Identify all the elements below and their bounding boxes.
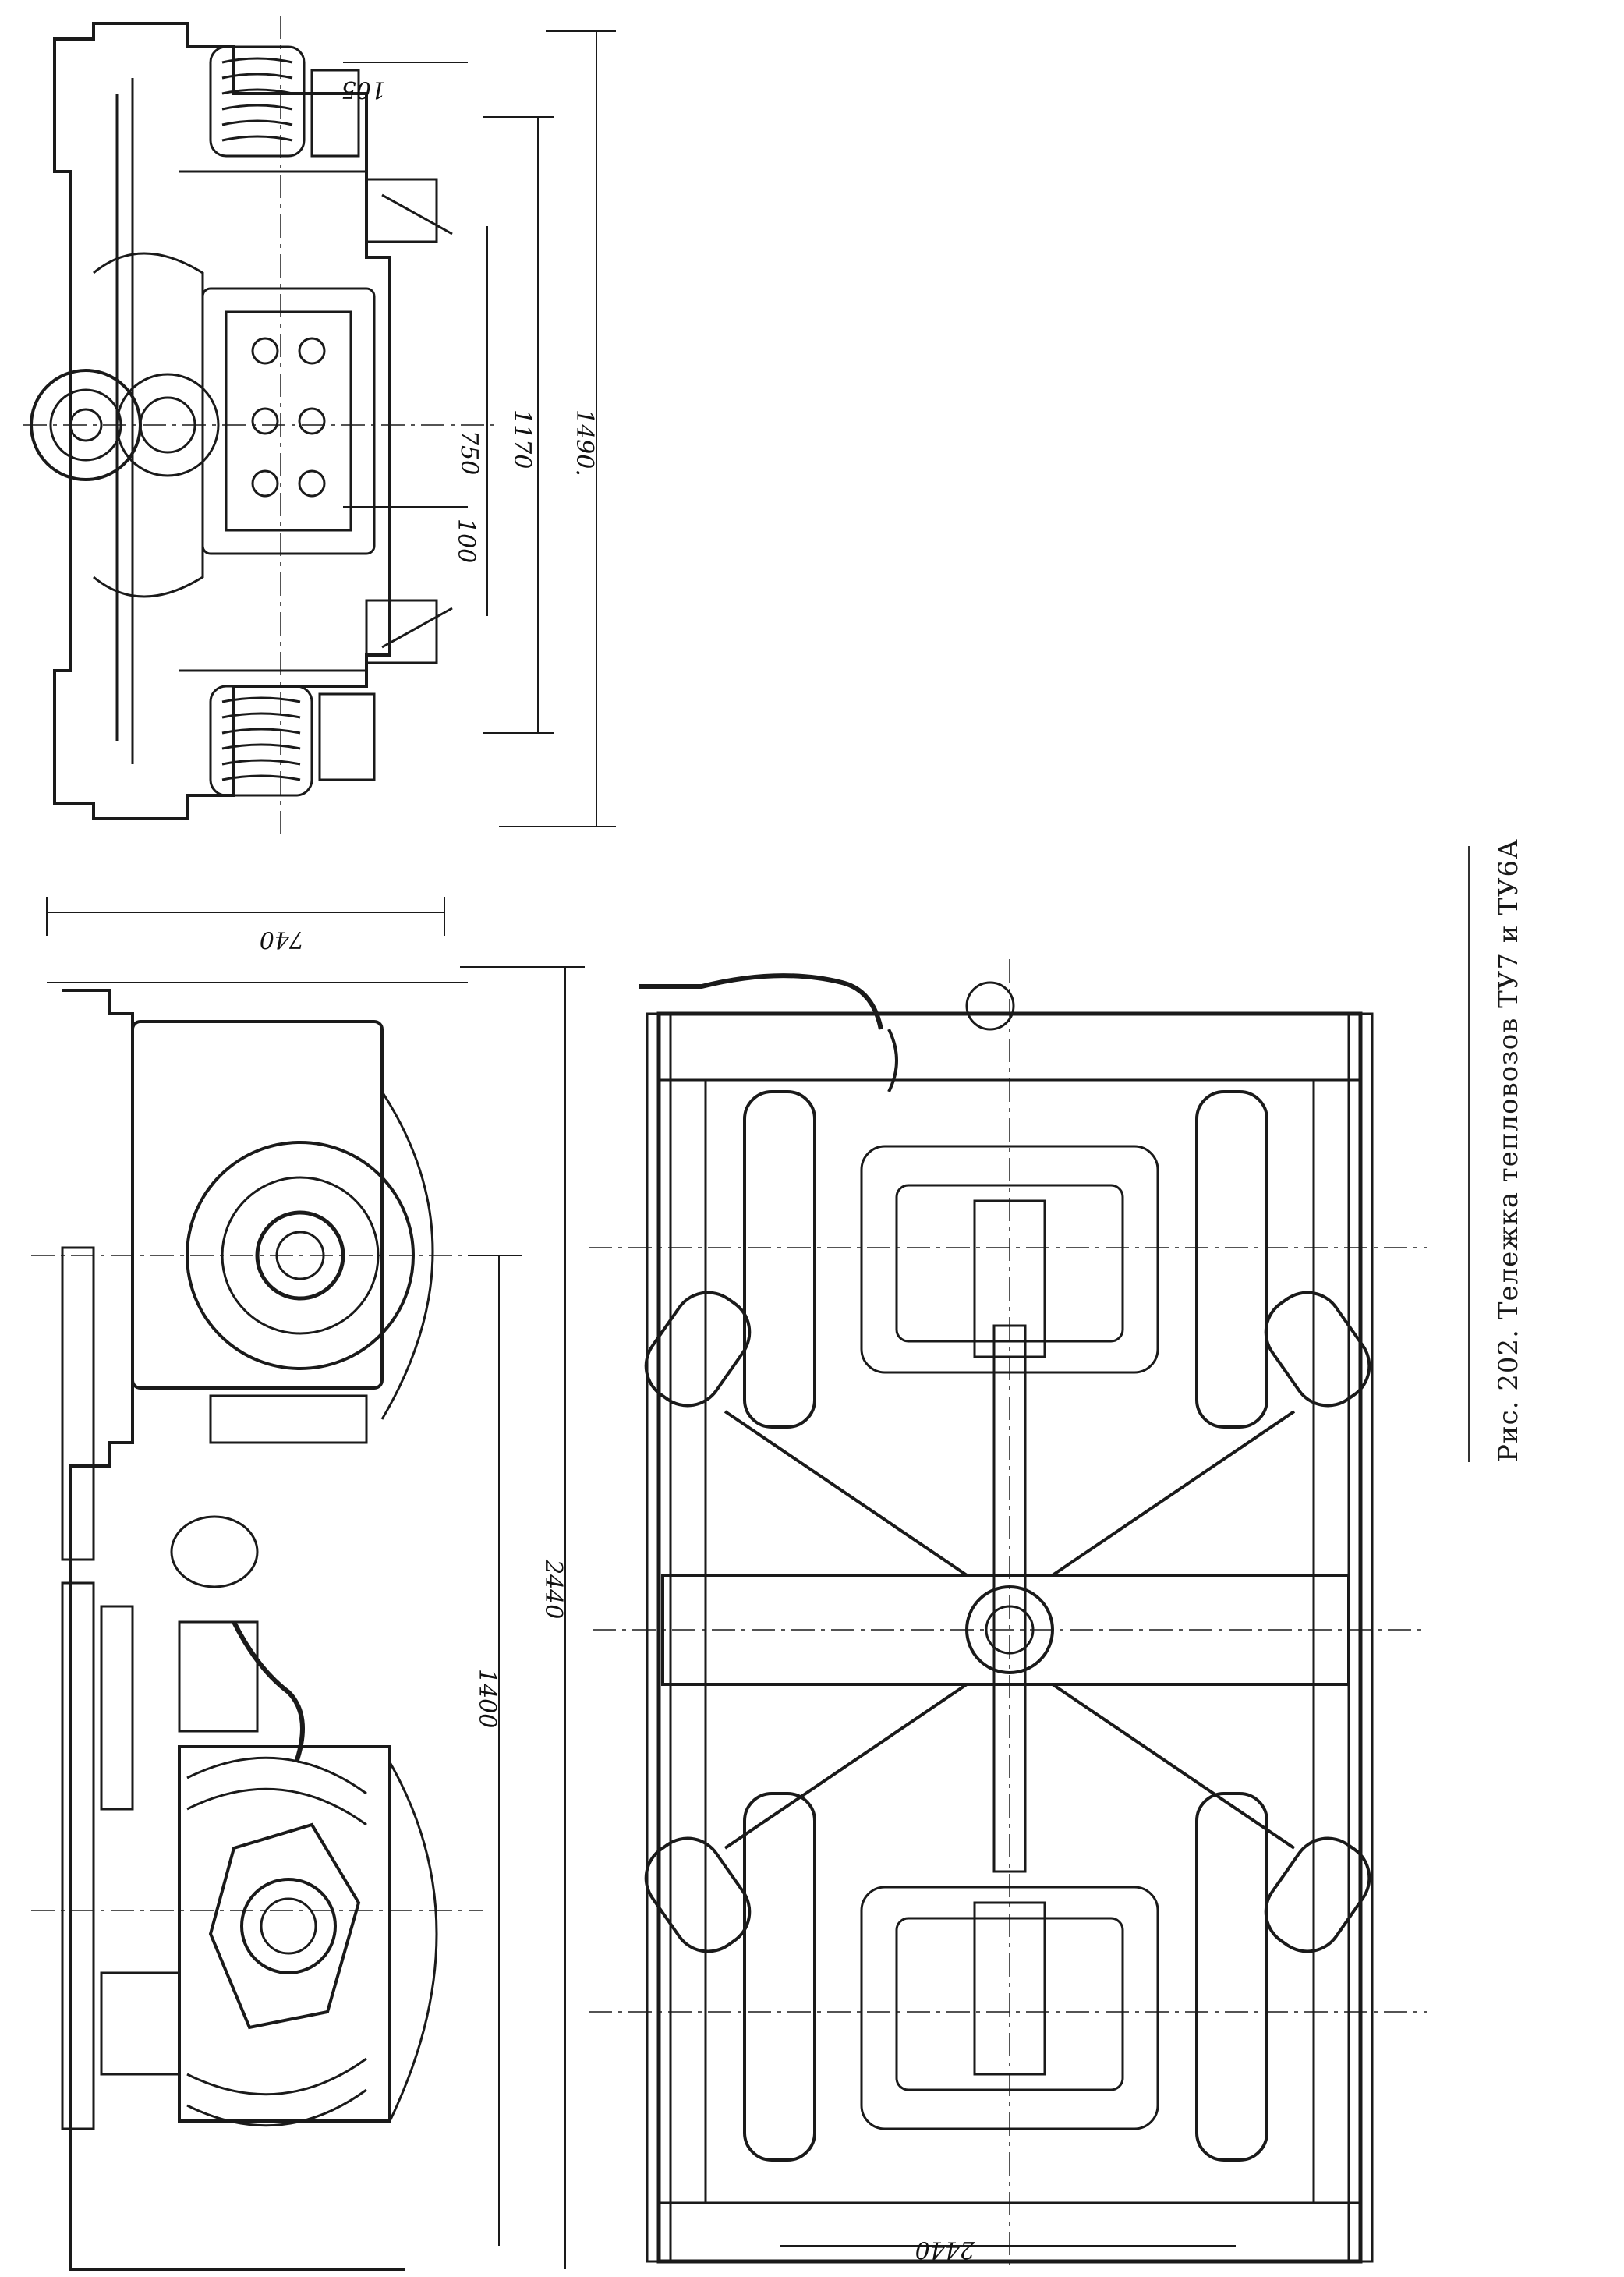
side-view-dimensions: [46, 897, 585, 2269]
end-view: [23, 16, 499, 834]
figure-caption-text: Рис. 202. Тележка тепловозов ТУ7 и ТУ6А: [1493, 838, 1524, 1462]
dimension-labels: 105 100 750 1170 1490. 740 1400 2440 244…: [260, 76, 975, 2263]
caption-rule: [1468, 846, 1470, 1462]
dim-750: 750: [455, 430, 483, 475]
dim-1170: 1170: [508, 409, 536, 469]
side-view: [31, 982, 483, 2271]
dim-740: 740: [260, 926, 304, 953]
dim-2440-side: 2440: [540, 1559, 567, 1619]
dim-1490: 1490.: [571, 409, 598, 476]
plan-view: [589, 959, 1427, 2269]
end-view-dimensions: [343, 30, 616, 827]
dim-2440-plan: 2440: [915, 2236, 975, 2263]
dim-105: 105: [341, 76, 386, 103]
dim-100: 100: [452, 519, 479, 563]
dim-1400: 1400: [473, 1669, 501, 1728]
